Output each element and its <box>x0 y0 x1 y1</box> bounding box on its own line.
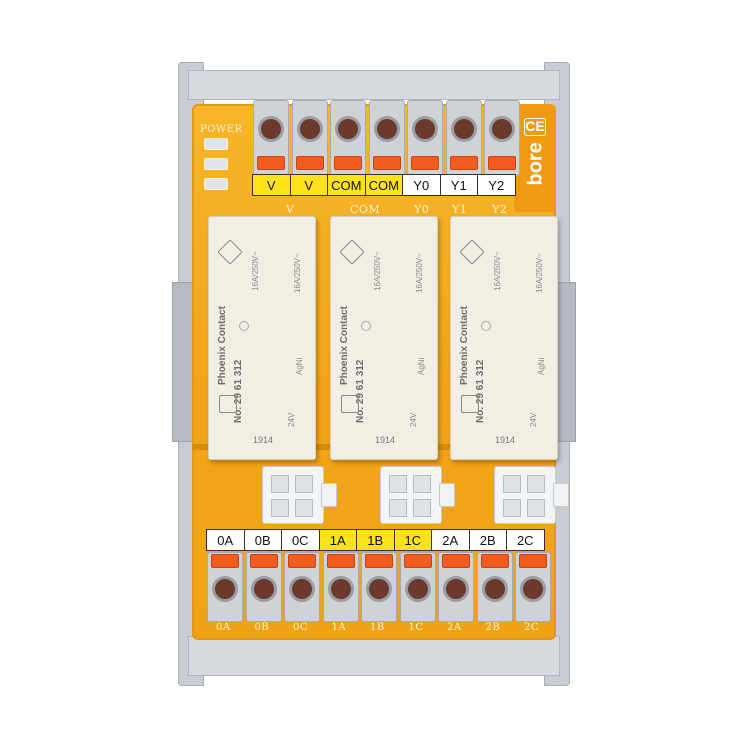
led-status-1 <box>204 158 228 170</box>
silk-y0: Y0 <box>414 203 430 216</box>
plug-connector-1[interactable] <box>380 466 455 524</box>
relay-coil: 24V <box>287 412 296 427</box>
top-label: COM <box>364 174 403 196</box>
top-label-strip: V V COM COM Y0 Y1 Y2 <box>252 174 516 196</box>
relay-dot-icon <box>481 321 491 331</box>
relay-1: 16A/250V~ 16A/250V~ Phoenix Contact No. … <box>330 216 438 460</box>
housing-top-cap <box>188 70 560 100</box>
ce-mark: CE <box>524 118 546 136</box>
bottom-label: 1C <box>393 529 432 551</box>
phoenix-logo-icon <box>461 395 479 413</box>
relay-coil: 24V <box>409 412 418 427</box>
silk-bottom-label: 1B <box>370 622 385 633</box>
plug-connector-0[interactable] <box>262 466 337 524</box>
top-label: Y1 <box>439 174 478 196</box>
bottom-label: 0A <box>206 529 245 551</box>
bottom-label-strip: 0A 0B 0C 1A 1B 1C 2A 2B 2C <box>206 529 545 551</box>
relay-dot-icon <box>239 321 249 331</box>
plug-latch[interactable] <box>321 483 337 507</box>
relay-coil: 24V <box>529 412 538 427</box>
bottom-label: 1A <box>318 529 357 551</box>
relay-0: 16A/250V~ 16A/250V~ Phoenix Contact No. … <box>208 216 316 460</box>
relay-contact: AgNi <box>537 357 546 375</box>
vde-logo-icon <box>217 239 243 265</box>
silk-bottom-label: 0B <box>254 622 270 633</box>
bottom-label: 2B <box>468 529 507 551</box>
plug-latch[interactable] <box>553 483 569 507</box>
relay-maker: Phoenix Contact <box>459 306 470 385</box>
silk-com: COM <box>350 203 381 216</box>
relay-date: 1914 <box>252 435 274 445</box>
bottom-label: 0B <box>243 529 282 551</box>
relay-contact: AgNi <box>295 357 304 375</box>
relay-rating: 16A/250V~ <box>493 251 502 291</box>
phoenix-logo-icon <box>341 395 359 413</box>
top-label: Y0 <box>402 174 441 196</box>
brand-column: CE bore <box>514 104 556 212</box>
led-status-2 <box>204 178 228 190</box>
silk-bottom-label: 1C <box>408 622 424 633</box>
top-label: V <box>252 174 291 196</box>
silk-bottom-label: 2C <box>524 622 540 633</box>
relay-date: 1914 <box>374 435 396 445</box>
vde-logo-icon <box>339 239 365 265</box>
brand-logo: bore <box>524 142 547 186</box>
relay-part: No. 29 61 312 <box>355 359 366 423</box>
vde-logo-icon <box>459 239 485 265</box>
relay-rating-ul: 16A/250V~ <box>293 253 302 293</box>
bottom-label: 2A <box>431 529 470 551</box>
silk-bottom-label: 2A <box>447 622 462 633</box>
bottom-label: 1B <box>356 529 395 551</box>
relay-rating: 16A/250V~ <box>251 251 260 291</box>
silk-bottom-label: 0C <box>293 622 309 633</box>
silk-bottom-label: 2B <box>485 622 501 633</box>
housing-bottom-cap <box>188 636 560 676</box>
relay-2: 16A/250V~ 16A/250V~ Phoenix Contact No. … <box>450 216 558 460</box>
relay-rating-ul: 16A/250V~ <box>535 253 544 293</box>
silk-y1: Y1 <box>452 203 468 216</box>
led-power <box>204 138 228 150</box>
top-label: V <box>289 174 328 196</box>
silk-v: V <box>286 203 295 216</box>
top-label: COM <box>327 174 366 196</box>
top-label: Y2 <box>477 174 516 196</box>
relay-part: No. 29 61 312 <box>233 359 244 423</box>
plug-latch[interactable] <box>439 483 455 507</box>
relay-maker: Phoenix Contact <box>217 306 228 385</box>
phoenix-logo-icon <box>219 395 237 413</box>
silk-bottom-label: 1A <box>331 622 347 633</box>
plug-connector-2[interactable] <box>494 466 569 524</box>
power-silk-label: POWER <box>200 124 243 135</box>
relay-date: 1914 <box>494 435 516 445</box>
bottom-label: 0C <box>281 529 320 551</box>
relay-maker: Phoenix Contact <box>339 306 350 385</box>
relay-contact: AgNi <box>417 357 426 375</box>
relay-part: No. 29 61 312 <box>475 359 486 423</box>
silk-y2: Y2 <box>492 203 508 216</box>
relay-rating: 16A/250V~ <box>373 251 382 291</box>
relay-dot-icon <box>361 321 371 331</box>
relay-rating-ul: 16A/250V~ <box>415 253 424 293</box>
bottom-label: 2C <box>506 529 545 551</box>
silk-bottom-label: 0A <box>216 622 231 633</box>
